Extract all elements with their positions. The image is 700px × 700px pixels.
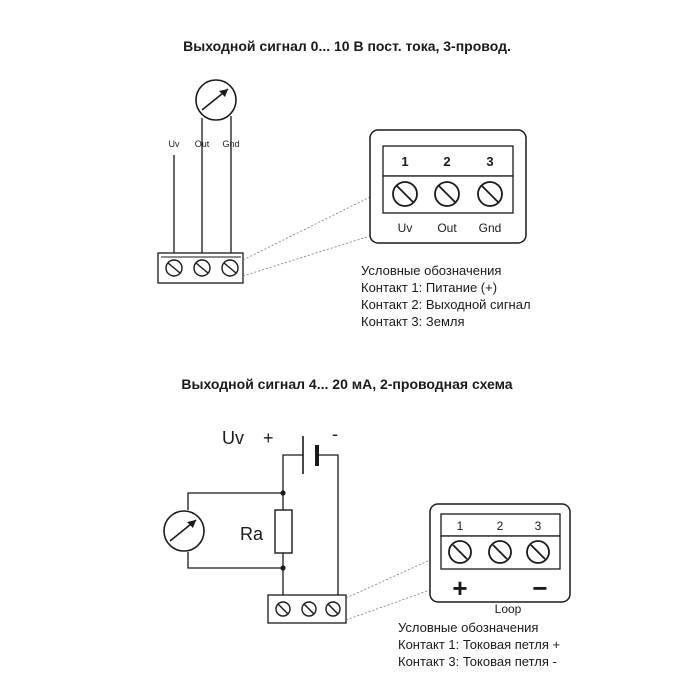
loop-label: Loop — [495, 602, 522, 616]
ammeter-icon — [163, 510, 205, 552]
terminal-label-out: Out — [437, 221, 457, 235]
junction-dot-top — [280, 490, 286, 496]
terminal-label-uv: Uv — [398, 221, 413, 235]
terminal-callout-1 — [369, 129, 527, 244]
meter-bottom-wire — [187, 552, 283, 569]
wire-label-out: Out — [195, 139, 210, 149]
supply-minus-wire — [319, 454, 339, 595]
diagram2-title: Выходной сигнал 4... 20 мА, 2-проводная … — [181, 376, 512, 392]
terminal-number-3: 3 — [486, 154, 493, 169]
resistor-ra — [274, 509, 293, 554]
legend1-line-2: Контакт 2: Выходной сигнал — [361, 297, 531, 312]
supply-minus-sign: - — [332, 424, 338, 444]
terminal2-number-3: 3 — [535, 519, 542, 533]
terminal-number-2: 2 — [443, 154, 450, 169]
voltmeter-icon — [195, 79, 237, 121]
callout2-line-bottom — [345, 589, 431, 621]
terminal-label-gnd: Gnd — [479, 221, 502, 235]
legend1-heading: Условные обозначения — [361, 263, 501, 278]
terminal-block-small-2 — [267, 594, 347, 624]
terminal2-minus: − — [532, 573, 547, 603]
meter-top-wire — [187, 492, 283, 510]
terminal-callout-2 — [429, 503, 571, 603]
legend1-line-1: Контакт 1: Питание (+) — [361, 280, 497, 295]
wire-label-gnd: Gnd — [222, 139, 239, 149]
terminal-number-1: 1 — [401, 154, 408, 169]
battery-icon — [302, 436, 319, 474]
supply-label: Uv — [222, 428, 244, 448]
resistor-label: Ra — [240, 524, 264, 544]
junction-dot-bottom — [280, 565, 286, 571]
callout-line-bottom — [242, 235, 371, 277]
terminal2-number-1: 1 — [457, 519, 464, 533]
legend2-line-2: Контакт 3: Токовая петля - — [398, 654, 557, 669]
terminal-block-small — [157, 252, 244, 284]
legend2-heading: Условные обозначения — [398, 620, 538, 635]
supply-plus-wire — [282, 454, 303, 493]
terminal2-number-2: 2 — [497, 519, 504, 533]
supply-plus-sign: + — [263, 428, 274, 448]
diagram1-title: Выходной сигнал 0... 10 В пост. тока, 3-… — [183, 38, 511, 54]
wire-label-uv: Uv — [169, 139, 180, 149]
terminal2-plus: + — [452, 573, 467, 603]
legend1-line-3: Контакт 3: Земля — [361, 314, 465, 329]
legend2-line-1: Контакт 1: Токовая петля + — [398, 637, 560, 652]
callout2-line-top — [345, 559, 431, 599]
callout-line-top — [242, 196, 371, 261]
